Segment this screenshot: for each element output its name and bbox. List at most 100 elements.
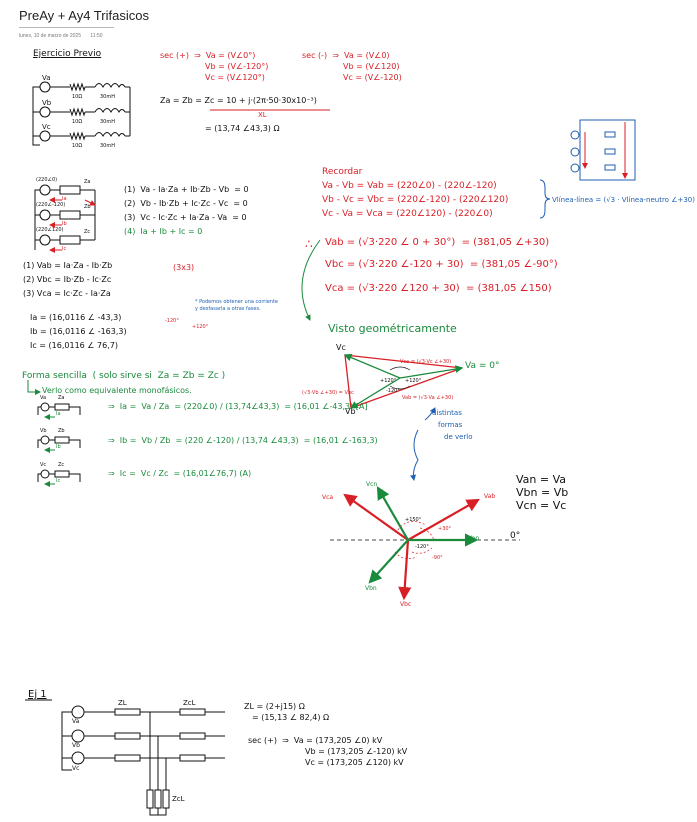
ph-vab: Vab bbox=[484, 493, 496, 500]
seq-pos-0: sec (+) ⇒ Va = (V∠0°) bbox=[160, 51, 256, 60]
c2-zb: Zb bbox=[84, 204, 91, 210]
tri-va: Va = 0° bbox=[465, 361, 500, 371]
c1-r3: 10Ω bbox=[72, 143, 83, 149]
current-ib: Ib = (16,0116 ∠ -163,3) bbox=[30, 327, 127, 336]
ph-vca: Vca bbox=[322, 494, 334, 501]
seq-neg-2: Vc = (V∠-120) bbox=[343, 73, 402, 82]
mono-ic: Ic bbox=[56, 478, 61, 484]
c1-l3: 30mH bbox=[100, 143, 115, 149]
mono-zc: Zc bbox=[58, 462, 65, 468]
ph-angle-90: -90° bbox=[432, 555, 443, 561]
ej1-seq-2: Vc = (173,205 ∠120) kV bbox=[305, 758, 404, 767]
c1-l2: 30mH bbox=[100, 119, 115, 125]
equation-1: (1) Va - Ia·Za + Ib·Zb - Vb = 0 bbox=[124, 185, 249, 194]
recordar-line-3: Vc - Va = Vca = (220∠120) - (220∠0) bbox=[322, 209, 493, 219]
mono-zb: Zb bbox=[58, 428, 65, 434]
mono-va: Va bbox=[40, 395, 47, 401]
note-line-2: y desfasarla a otras fases. bbox=[195, 306, 261, 312]
c1-vc: Vc bbox=[42, 123, 51, 131]
forma-subtitle: Verlo como equivalente monofásicos. bbox=[42, 386, 192, 395]
title-underline bbox=[19, 27, 114, 28]
c2-ia: Ia bbox=[62, 196, 67, 202]
seq-pos-2: Vc = (V∠120°) bbox=[205, 73, 265, 82]
tri-vbc: (√3·Vb ∠+30) = Vbc bbox=[302, 390, 354, 396]
equality-vbn: Vbn = Vb bbox=[516, 486, 569, 499]
result-vca: Vca = (√3·220 ∠120 + 30) = (381,05 ∠150) bbox=[325, 283, 552, 294]
therefore-symbol: ∴ bbox=[305, 237, 313, 251]
tri-vb: Vb bbox=[345, 407, 356, 416]
note-line-1: * Podemos obtener una corriente bbox=[195, 299, 279, 305]
result-vbc: Vbc = (√3·220 ∠-120 + 30) = (381,05 ∠-90… bbox=[325, 259, 558, 270]
seq-neg-0: sec (-) ⇒ Va = (V∠0) bbox=[302, 51, 390, 60]
distintas-2: formas bbox=[438, 421, 463, 429]
ph-angle-120: -120° bbox=[415, 544, 429, 550]
mono-vb: Vb bbox=[40, 428, 47, 434]
mono-vc: Vc bbox=[40, 462, 47, 468]
recordar-line-2: Vb - Vc = Vbc = (220∠-120) - (220∠120) bbox=[322, 195, 509, 205]
ph-vcn: Vcn bbox=[366, 481, 378, 488]
equality-vcn: Vcn = Vc bbox=[516, 499, 567, 512]
recordar-line-1: Va - Vb = Vab = (220∠0) - (220∠-120) bbox=[322, 181, 497, 191]
page-date: lunes, 10 de marzo de 2025 bbox=[19, 33, 81, 39]
mono-circuits bbox=[37, 402, 81, 482]
tri-vc: Vc bbox=[336, 343, 346, 352]
seq-neg-1: Vb = (V∠120) bbox=[343, 62, 400, 71]
forma-ia: ⇒ Ia = Va / Za = (220∠0) / (13,74∠43,3) … bbox=[108, 402, 368, 411]
ej1-vb: Vb bbox=[72, 742, 80, 749]
c1-r1: 10Ω bbox=[72, 94, 83, 100]
impedance-xl: XL bbox=[258, 111, 267, 119]
mono-za: Za bbox=[58, 395, 65, 401]
seq-pos-1: Vb = (V∠-120°) bbox=[205, 62, 269, 71]
equation-4: (4) Ia + Ib + Ic = 0 bbox=[124, 227, 203, 236]
ej1-circuit bbox=[25, 699, 225, 816]
vline-formula: Vlínea-línea = (√3 · Vlínea-neutro ∠+30) bbox=[552, 196, 695, 204]
triangle-diagram bbox=[343, 353, 464, 409]
c1-va: Va bbox=[42, 74, 51, 82]
current-ic: Ic = (16,0116 ∠ 76,7) bbox=[30, 341, 118, 350]
page-time: 11:50 bbox=[90, 33, 103, 39]
ph-zero: 0° bbox=[510, 531, 521, 541]
c2-za: Za bbox=[84, 179, 91, 185]
mono-ib: Ib bbox=[56, 444, 61, 450]
angle-minus120: -120° bbox=[165, 318, 179, 324]
ej1-zcl-label-2: ZcL bbox=[172, 795, 185, 803]
c2-ic: Ic bbox=[62, 246, 67, 252]
forma-ib: ⇒ Ib = Vb / Zb = (220 ∠-120) / (13,74 ∠4… bbox=[108, 436, 378, 445]
current-ia: Ia = (16,0116 ∠ -43,3) bbox=[30, 313, 122, 322]
ej1-zl-1: ZL = (2+j15) Ω bbox=[244, 702, 305, 711]
page-title: PreAy + Ay4 Trifasicos bbox=[19, 8, 149, 23]
forma-title: Forma sencilla ( solo sirve si Za = Zb =… bbox=[22, 371, 226, 381]
equation-2: (2) Vb - Ib·Zb + Ic·Zc - Vc = 0 bbox=[124, 199, 248, 208]
c2-label-0: (220∠0) bbox=[36, 177, 58, 183]
c2-label-1: (220∠-120) bbox=[36, 202, 66, 208]
equation-3: (3) Vc - Ic·Zc + Ia·Za - Va = 0 bbox=[124, 213, 247, 222]
forma-ic: ⇒ Ic = Vc / Zc = (16,01∠76,7) (A) bbox=[108, 469, 252, 478]
circuit-1 bbox=[32, 81, 131, 146]
phasor-diagram bbox=[330, 486, 520, 601]
c1-vb: Vb bbox=[42, 99, 52, 107]
impedance-line1: Za = Zb = Zc = 10 + j·(2π·50·30x10⁻³) bbox=[160, 96, 317, 105]
c1-r2: 10Ω bbox=[72, 119, 83, 125]
circuit-2 bbox=[34, 184, 96, 250]
line-eq-2: (2) Vbc = Ib·Zb - Ic·Zc bbox=[23, 275, 112, 284]
circuit-small bbox=[570, 119, 636, 181]
ej1-zl-2: = (15,13 ∠ 82,4) Ω bbox=[252, 713, 330, 722]
c2-ib: Ib bbox=[62, 221, 67, 227]
recordar-title: Recordar bbox=[322, 167, 363, 177]
ej1-va: Va bbox=[72, 718, 80, 725]
ph-angle-150: +150° bbox=[405, 517, 422, 523]
ej1-seq-1: Vb = (173,205 ∠-120) kV bbox=[305, 747, 408, 756]
line-eq-1: (1) Vab = Ia·Za - Ib·Zb bbox=[23, 261, 113, 270]
tri-vab: Vab = (√3·Va ∠+30) bbox=[402, 395, 454, 401]
tri-vca: Vca = (√3·Vc ∠+30) bbox=[400, 359, 452, 365]
impedance-line2: = (13,74 ∠43,3) Ω bbox=[205, 124, 280, 133]
ej1-vc: Vc bbox=[72, 765, 80, 772]
visto-geometricamente: Visto geométricamente bbox=[328, 322, 457, 335]
distintas-1: distintas bbox=[432, 409, 462, 417]
heading-ejercicio: Ejercicio Previo bbox=[33, 49, 102, 59]
tri-angle-1: +120° bbox=[380, 378, 397, 384]
ej1-seq-0: sec (+) ⇒ Va = (173,205 ∠0) kV bbox=[248, 736, 383, 745]
ej1-zcl-label-1: ZcL bbox=[183, 699, 196, 707]
distintas-3: de verlo bbox=[444, 433, 473, 441]
